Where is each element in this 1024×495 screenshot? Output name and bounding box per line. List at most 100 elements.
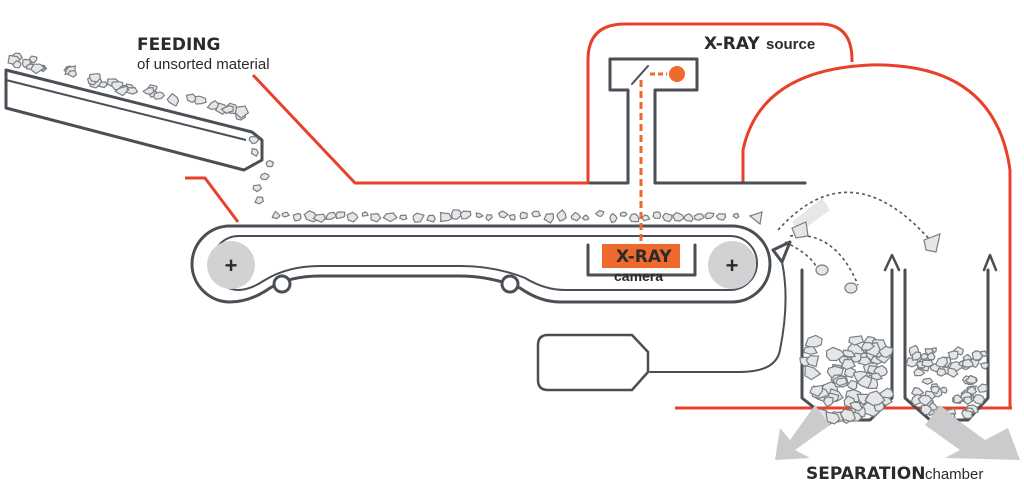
belt-rocks [271,209,740,224]
feeding-subtitle: of unsorted material [137,56,270,73]
rock [426,214,436,223]
rock [878,345,894,359]
rock [335,211,346,220]
rock [193,95,207,105]
air-hose [649,261,787,373]
idler-roller-right [500,274,520,294]
circle-icon [669,66,685,82]
rock [947,367,959,378]
rock [412,212,425,223]
rock [704,212,715,220]
xray-source-subtitle: source [766,36,815,53]
rock [98,81,108,89]
rock [152,91,166,100]
rock [641,214,651,222]
rock [519,211,528,220]
housing-outline [185,22,1012,410]
xray-camera-title: X-RAY [616,247,672,267]
rock [917,394,934,407]
rock [346,211,359,223]
rock [965,385,978,395]
rock [619,211,628,217]
chute-rocks [7,52,274,205]
rock [382,212,398,223]
idler-roller-left [272,274,292,294]
rock [652,211,662,219]
rock [804,334,823,348]
rock [581,214,590,221]
rock [271,210,281,220]
rock [370,212,382,223]
rock [29,63,46,75]
rock [935,356,948,368]
rock [206,99,221,110]
xray-camera-subtitle: camera [614,268,663,284]
chute-bracket-line [185,176,240,223]
bin-left-pile [799,334,895,426]
rock [661,212,673,223]
rock [220,105,234,115]
rock [450,209,463,220]
rock [254,196,264,205]
rock [531,210,542,218]
rock [911,351,922,361]
rock [920,404,932,416]
rock [921,359,935,368]
rock [250,147,259,158]
rock [805,355,820,368]
rock [823,396,834,407]
rock [802,345,818,355]
rock [849,401,863,412]
rock [979,362,989,370]
rock [609,212,618,224]
rock [185,93,197,103]
xray-source-housing [588,57,807,185]
compressor-tank [536,333,650,392]
separation-title: SEPARATION [806,464,925,484]
rock [67,70,78,78]
rock [936,367,947,377]
falling-rocks [748,211,941,294]
rock [972,393,986,405]
output-arrow-right [925,405,1020,460]
rock [841,358,857,371]
bin-right-pile [905,344,989,425]
rock [924,348,935,356]
rock [864,390,886,407]
rock [860,341,876,351]
rock [732,212,740,220]
rock [325,211,338,221]
rock [683,213,694,222]
bin-left-tip [883,253,901,272]
rock [88,72,101,83]
xray-mirror [631,65,649,85]
xray-camera-tray [586,243,697,277]
bin-right-tip [982,253,998,272]
rock [399,214,408,221]
rock [953,394,965,404]
pulley-right: + [708,241,756,289]
rock [804,364,822,381]
rock [142,86,155,95]
rock [12,59,22,69]
rock [292,212,302,222]
air-nozzle [771,240,792,264]
rock [920,352,930,360]
rock [939,386,948,394]
rock [848,335,865,346]
chamber-dome-line [741,63,1012,408]
rock [964,374,978,385]
rock [856,374,873,389]
rock [248,135,260,145]
rock [871,372,883,381]
feeding-chute [4,52,274,205]
rock [628,213,640,223]
rock [459,210,472,220]
rock [961,358,974,368]
rock [265,159,274,168]
output-arrow-left [775,405,830,460]
feeding-title: FEEDING [137,35,220,55]
rock [114,85,129,97]
rock [475,212,485,219]
